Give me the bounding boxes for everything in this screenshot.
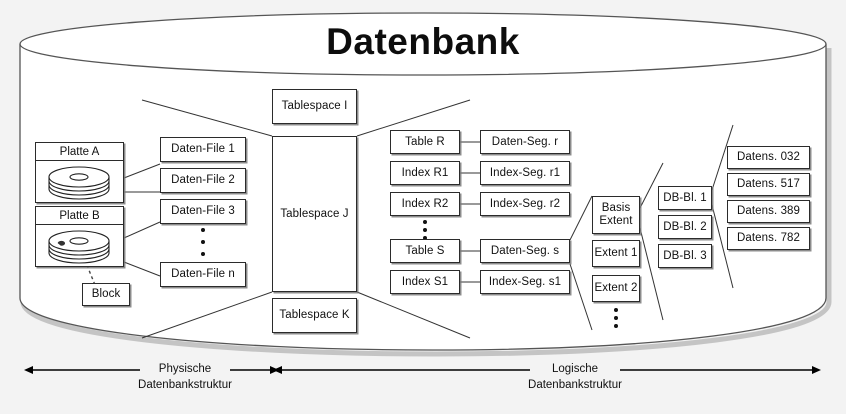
disk-platte-a[interactable]: Platte A xyxy=(35,142,124,203)
block-box[interactable]: Block xyxy=(82,283,130,306)
index-r1-box[interactable]: Index R1 xyxy=(390,161,460,185)
tablespace-i-box[interactable]: Tablespace I xyxy=(272,89,357,124)
dbblock-to-record-connectors xyxy=(711,124,734,289)
disk-to-file-connectors xyxy=(123,163,161,277)
db-bl-3-box[interactable]: DB-Bl. 3 xyxy=(658,244,712,268)
diagram-title: Datenbank xyxy=(326,21,520,62)
datens-389-box[interactable]: Datens. 389 xyxy=(727,200,810,223)
daten-seg-r-box[interactable]: Daten-Seg. r xyxy=(480,130,570,154)
object-to-segment-connectors xyxy=(460,141,480,283)
disk-platte-a-label: Platte A xyxy=(36,143,123,161)
index-r2-box[interactable]: Index R2 xyxy=(390,192,460,216)
datens-032-box[interactable]: Datens. 032 xyxy=(727,146,810,169)
caption-logical-line1: Logische xyxy=(551,363,599,375)
index-s1-box[interactable]: Index S1 xyxy=(390,270,460,294)
datens-782-box[interactable]: Datens. 782 xyxy=(727,227,810,250)
file-to-tablespace-connectors xyxy=(141,99,273,339)
tablespace-to-object-connectors xyxy=(356,99,471,339)
basis-extent-box[interactable]: Basis Extent xyxy=(592,196,640,234)
daten-seg-s-box[interactable]: Daten-Seg. s xyxy=(480,239,570,263)
extent-2-box[interactable]: Extent 2 xyxy=(592,275,640,302)
daten-file-3-box[interactable]: Daten-File 3 xyxy=(160,199,246,224)
segment-to-extent-connectors xyxy=(569,195,593,331)
extent-1-box[interactable]: Extent 1 xyxy=(592,240,640,267)
caption-physical: Physische Datenbankstruktur xyxy=(130,362,240,393)
basis-extent-line1: Basis xyxy=(601,201,631,214)
caption-physical-line1: Physische xyxy=(158,363,212,375)
caption-logical-line2: Datenbankstruktur xyxy=(528,378,622,391)
caption-logical: Logische Datenbankstruktur xyxy=(520,362,630,393)
daten-file-n-box[interactable]: Daten-File n xyxy=(160,262,246,287)
object-ellipsis xyxy=(421,220,429,240)
daten-file-1-box[interactable]: Daten-File 1 xyxy=(160,137,246,162)
basis-extent-line2: Extent xyxy=(599,215,633,227)
table-s-box[interactable]: Table S xyxy=(390,239,460,263)
extent-ellipsis xyxy=(612,308,620,328)
table-r-box[interactable]: Table R xyxy=(390,130,460,154)
db-bl-2-box[interactable]: DB-Bl. 2 xyxy=(658,215,712,239)
datens-517-box[interactable]: Datens. 517 xyxy=(727,173,810,196)
daten-file-ellipsis xyxy=(199,228,207,256)
index-seg-r2-box[interactable]: Index-Seg. r2 xyxy=(480,192,570,216)
disk-platter-icon xyxy=(36,225,123,268)
disk-platter-icon xyxy=(36,161,123,204)
index-seg-s1-box[interactable]: Index-Seg. s1 xyxy=(480,270,570,294)
caption-physical-line2: Datenbankstruktur xyxy=(138,378,232,391)
disk-platte-b[interactable]: Platte B xyxy=(35,206,124,267)
extent-to-dbblock-connectors xyxy=(639,162,664,321)
db-bl-1-box[interactable]: DB-Bl. 1 xyxy=(658,186,712,210)
disk-platte-b-label: Platte B xyxy=(36,207,123,225)
tablespace-j-box[interactable]: Tablespace J xyxy=(272,136,357,292)
daten-file-2-box[interactable]: Daten-File 2 xyxy=(160,168,246,193)
index-seg-r1-box[interactable]: Index-Seg. r1 xyxy=(480,161,570,185)
tablespace-k-box[interactable]: Tablespace K xyxy=(272,298,357,333)
